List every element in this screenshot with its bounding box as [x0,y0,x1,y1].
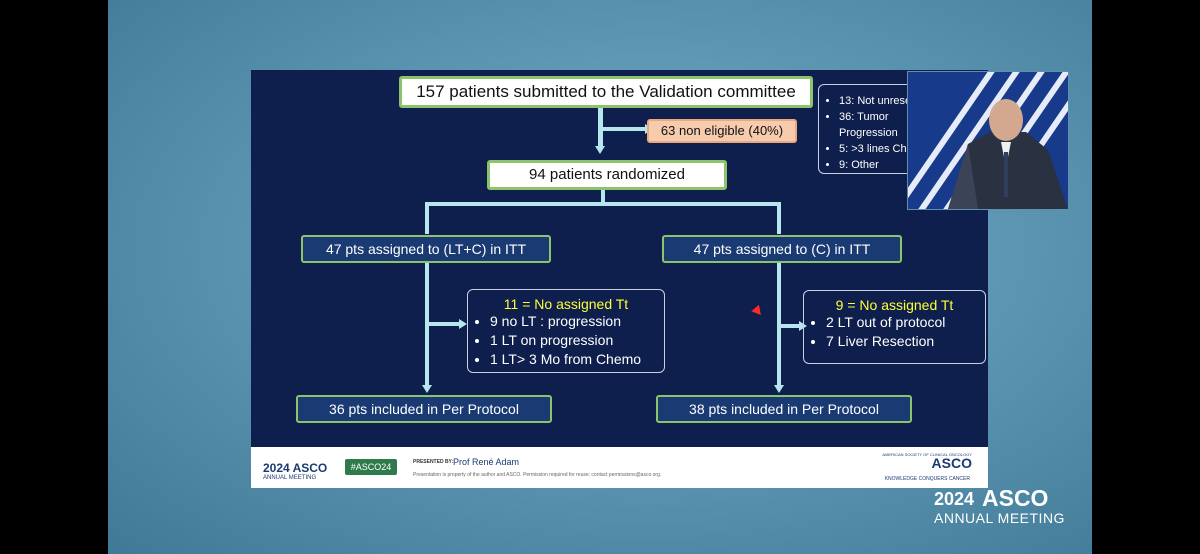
arrow-line [603,127,645,131]
lt-c-not-assigned-box: 11 = No assigned Tt 9 no LT : progressio… [467,289,665,373]
pp-lt-c-box: 36 pts included in Per Protocol [296,395,552,423]
footer-brand: ASCO [931,455,972,471]
list-item: 36: Tumor Progression [839,109,947,141]
footer-asco-logo: 2024 ASCO [263,461,328,475]
c-not-assigned-list: 2 LT out of protocol 7 Liver Resection [812,313,977,351]
arrow-line [425,263,429,385]
presenter-name: Prof René Adam [453,457,520,467]
arrow-line [598,108,603,146]
speaker-video-feed [907,71,1069,210]
pp-c-box: 38 pts included in Per Protocol [656,395,912,423]
arrow-head [774,385,784,393]
list-item: 9: Other [839,157,947,173]
list-item: 7 Liver Resection [826,332,977,351]
arrow-line [425,202,429,234]
arrow-head [459,319,467,329]
presentation-slide: 157 patients submitted to the Validation… [251,70,988,488]
lt-c-not-assigned-list: 9 no LT : progression 1 LT on progressio… [476,312,656,369]
non-eligible-box: 63 non eligible (40%) [647,119,797,143]
arm-c-box: 47 pts assigned to (C) in ITT [662,235,902,263]
list-item: 1 LT on progression [490,331,656,350]
footer-brand-sub: AMERICAN SOCIETY OF CLINICAL ONCOLOGY [882,452,972,457]
list-item: 2 LT out of protocol [826,313,977,332]
list-item: 5: >3 lines Chemo [839,141,947,157]
speaker-video-image [908,72,1068,209]
hashtag-badge: #ASCO24 [345,459,397,475]
corner-brand-meeting: ANNUAL MEETING [934,510,1065,526]
slide-footer: 2024 ASCO ANNUAL MEETING #ASCO24 PRESENT… [251,447,988,488]
corner-brand-name: ASCO [982,485,1049,511]
arrow-line [429,322,459,326]
slide-body: 157 patients submitted to the Validation… [251,70,988,447]
arrow-head [595,146,605,154]
arrow-line [601,190,605,202]
c-not-assigned-box: 9 = No assigned Tt 2 LT out of protocol … [803,290,986,364]
randomized-box: 94 patients randomized [487,160,727,190]
arrow-line [777,263,781,385]
arm-lt-c-box: 47 pts assigned to (LT+C) in ITT [301,235,551,263]
list-item: 9 no LT : progression [490,312,656,331]
disclaimer: Presentation is property of the author a… [413,472,662,478]
submitted-box: 157 patients submitted to the Validation… [399,76,813,108]
corner-brand-year: 2024 [934,489,975,509]
lt-c-not-assigned-title: 11 = No assigned Tt [503,296,629,312]
presented-by-label: PRESENTED BY: [413,459,454,465]
footer-asco-sub: ANNUAL MEETING [263,475,317,481]
footer-tagline: KNOWLEDGE CONQUERS CANCER [884,476,970,482]
non-eligible-reasons-box: 13: Not unresectable 36: Tumor Progressi… [818,84,954,174]
arrow-line [781,324,799,328]
arrow-line [425,202,781,206]
arrow-head [422,385,432,393]
c-not-assigned-title: 9 = No assigned Tt [835,297,954,313]
arrow-line [777,202,781,234]
list-item: 1 LT> 3 Mo from Chemo [490,350,656,369]
